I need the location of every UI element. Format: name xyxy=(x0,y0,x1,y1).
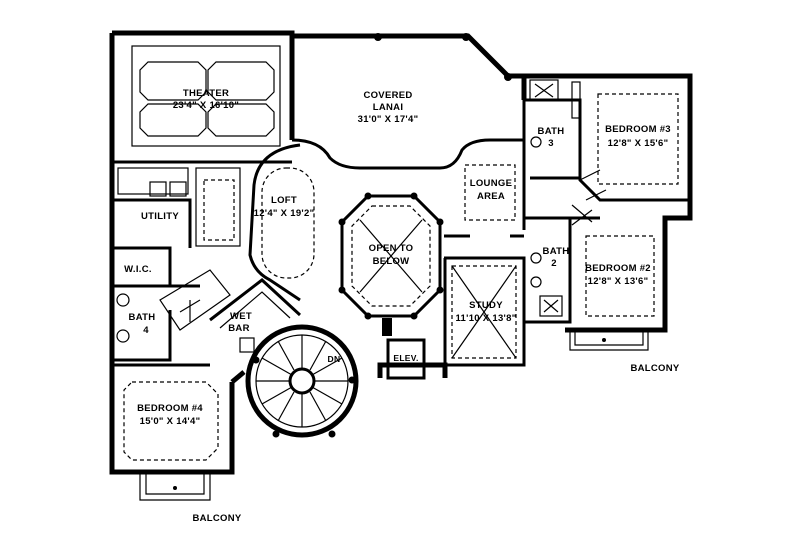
wet-bar xyxy=(209,278,302,353)
bedroom3-name: BEDROOM #3 xyxy=(605,124,671,135)
lanai-name-1: COVERED xyxy=(363,90,412,101)
bedroom4-dims: 15'0" X 14'4" xyxy=(140,416,201,427)
bottom-balcony xyxy=(139,472,211,501)
study-room xyxy=(443,256,526,367)
bedroom3-room xyxy=(578,93,690,202)
bedroom4-name: BEDROOM #4 xyxy=(137,403,203,414)
stair-dn: DN xyxy=(328,354,341,364)
right-balcony xyxy=(569,330,649,351)
open-to-below xyxy=(338,192,444,320)
loft-wall xyxy=(248,143,301,302)
utility-wic-bath4 xyxy=(112,167,241,362)
balcony-right-label: BALCONY xyxy=(630,363,679,374)
bath2-num: 2 xyxy=(551,258,557,269)
lounge-name-2: AREA xyxy=(477,191,505,202)
theater-room xyxy=(112,33,512,164)
loft-dashed xyxy=(261,167,315,279)
loft-dims: 12'4" X 19'2" xyxy=(254,208,315,219)
lounge-name-1: LOUNGE xyxy=(470,178,512,189)
bedroom3-dims: 12'8" X 15'6" xyxy=(608,138,669,149)
open-name-1: OPEN TO xyxy=(369,243,414,254)
utility-name: UTILITY xyxy=(141,211,179,222)
bedroom4-room xyxy=(112,363,219,461)
lanai-name-2: LANAI xyxy=(373,102,404,113)
bath3-name: BATH xyxy=(538,126,565,137)
wic-name: W.I.C. xyxy=(124,264,152,275)
elevator xyxy=(382,318,426,380)
loft-name: LOFT xyxy=(271,195,297,206)
bedroom2-room xyxy=(570,204,655,317)
study-dims: 11'10 X 13'8" xyxy=(456,313,517,324)
wetbar-name-1: WET xyxy=(230,311,252,322)
bedroom2-dims: 12'8" X 13'6" xyxy=(588,276,649,287)
theater-dims: 23'4" X 16'10" xyxy=(173,100,239,111)
bath4-num: 4 xyxy=(143,325,149,336)
bath3-num: 3 xyxy=(548,138,554,149)
spiral-stair xyxy=(245,324,359,438)
bedroom2-name: BEDROOM #2 xyxy=(585,263,651,274)
bath2-name: BATH xyxy=(543,246,570,257)
bath2-room xyxy=(524,216,572,324)
theater-name: THEATER xyxy=(183,88,229,99)
elev-name: ELEV. xyxy=(393,353,418,363)
balcony-bottom-label: BALCONY xyxy=(192,513,241,524)
bath4-name: BATH xyxy=(129,312,156,323)
wetbar-name-2: BAR xyxy=(228,323,249,334)
open-name-2: BELOW xyxy=(373,256,410,267)
lanai-dims: 31'0" X 17'4" xyxy=(358,114,419,125)
lounge-area xyxy=(444,100,526,238)
study-name: STUDY xyxy=(469,300,503,311)
lanai-edge xyxy=(291,138,524,170)
